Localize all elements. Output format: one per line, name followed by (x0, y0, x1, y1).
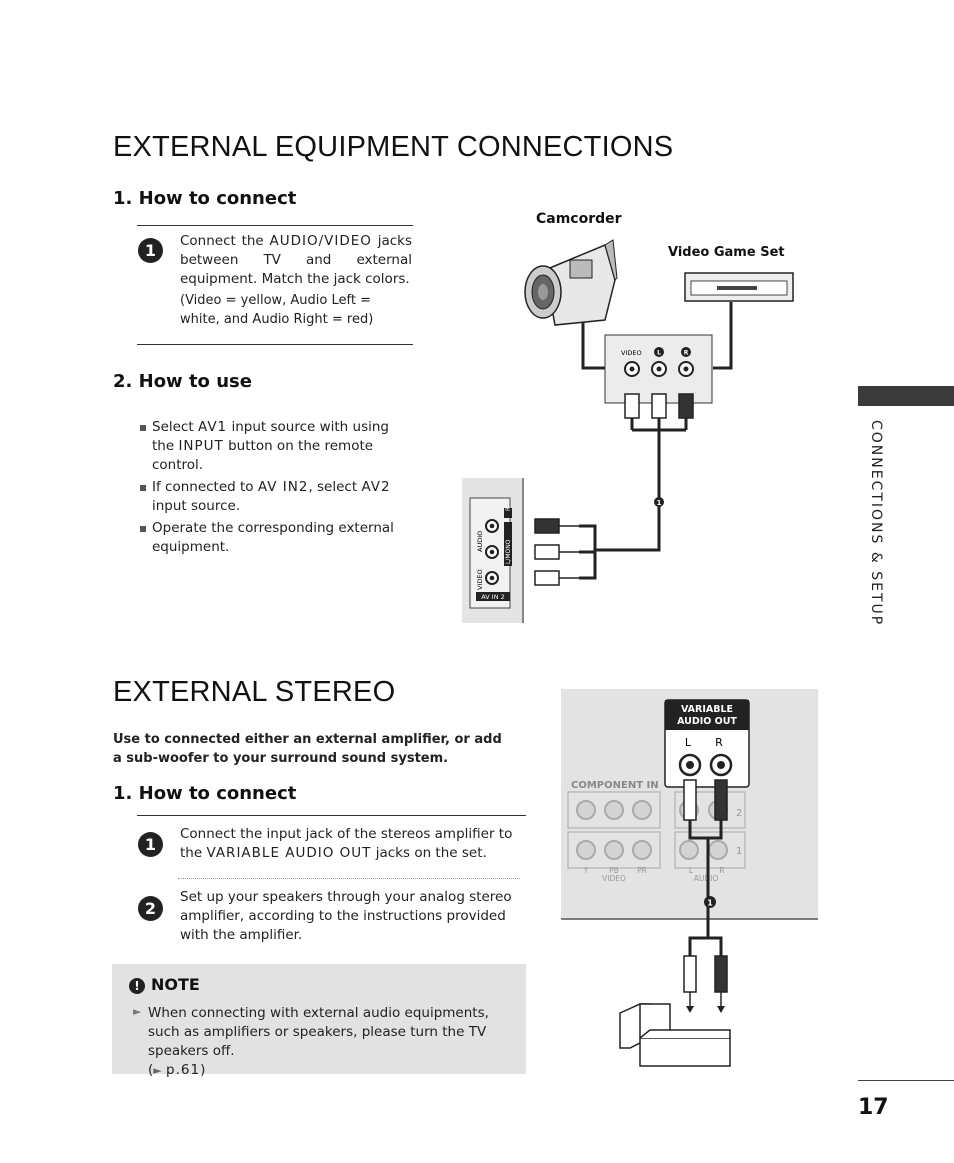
stereo-step-2: Set up your speakers through your analog… (180, 889, 512, 943)
svg-text:AUDIO: AUDIO (476, 531, 484, 552)
camcorder-label: Camcorder (536, 211, 622, 227)
sidebar-section-label: CONNECTIONS & SETUP (868, 420, 884, 627)
footer-rule (858, 1080, 954, 1081)
how-to-use-list: Select AV1 input source with using the I… (140, 418, 405, 557)
svg-text:L: L (689, 866, 694, 875)
list-item: Select AV1 input source with using the I… (140, 418, 405, 475)
note-box (112, 964, 526, 1074)
note-text: When connecting with external audio equi… (148, 1005, 489, 1078)
svg-text:COMPONENT IN: COMPONENT IN (571, 780, 659, 791)
svg-text:R: R (684, 350, 689, 357)
divider (137, 344, 413, 345)
section-tab-marker (858, 386, 954, 406)
stereo-connection-diagram: COMPONENT IN 2 1 Y PB PR VIDEO L R AUDIO… (561, 689, 818, 1067)
camcorder-illustration (524, 239, 618, 326)
svg-text:L/MONO: L/MONO (505, 539, 512, 564)
divider (137, 815, 526, 816)
step-2-badge: 2 (138, 896, 163, 921)
list-item: Operate the corresponding external equip… (140, 519, 405, 557)
svg-text:PR: PR (637, 866, 647, 875)
svg-text:PB: PB (609, 866, 619, 875)
svg-text:L: L (657, 350, 661, 357)
connect-step-1: Connect the AUDIO/VIDEO jacks between TV… (180, 233, 413, 287)
svg-text:1: 1 (736, 846, 742, 857)
stereo-intro: Use to connected either an external ampl… (113, 732, 502, 766)
svg-text:AUDIO: AUDIO (694, 874, 719, 883)
svg-text:R: R (505, 507, 512, 511)
svg-text:VARIABLE: VARIABLE (681, 704, 733, 715)
svg-text:R: R (719, 866, 724, 875)
svg-text:AUDIO OUT: AUDIO OUT (677, 716, 737, 727)
how-to-connect-heading: 1. How to connect (113, 188, 297, 209)
svg-text:L: L (685, 736, 692, 749)
av-connection-diagram: VIDEO L R 1 R L/MONO AUDIO VIDEO AV IN 2 (462, 239, 794, 623)
connect-step-1-note: (Video = yellow, Audio Left = white, and… (180, 293, 374, 327)
svg-text:VIDEO: VIDEO (476, 569, 484, 590)
svg-text:VIDEO: VIDEO (602, 874, 626, 883)
how-to-connect-heading-2: 1. How to connect (113, 783, 297, 804)
step-1-badge: 1 (138, 832, 163, 857)
svg-text:1: 1 (707, 899, 713, 908)
divider (137, 225, 413, 226)
video-game-label: Video Game Set (668, 245, 785, 260)
svg-text:AV IN 2: AV IN 2 (481, 593, 505, 601)
svg-text:R: R (715, 736, 723, 749)
how-to-use-heading: 2. How to use (113, 371, 252, 392)
svg-text:Y: Y (583, 866, 589, 875)
svg-text:2: 2 (736, 808, 742, 819)
warning-icon: ! (129, 978, 145, 994)
stereo-step-1: Connect the input jack of the stereos am… (180, 826, 513, 861)
page-number: 17 (858, 1095, 889, 1120)
step-1-badge: 1 (138, 238, 163, 263)
section-title-external-stereo: EXTERNAL STEREO (113, 676, 396, 708)
dotted-divider (178, 878, 520, 879)
svg-text:VIDEO: VIDEO (621, 349, 642, 357)
note-label: NOTE (151, 975, 200, 994)
list-item: If connected to AV IN2, select AV2 input… (140, 478, 405, 516)
game-set-illustration (684, 272, 794, 302)
svg-text:1: 1 (657, 499, 662, 507)
section-title-external-equipment: EXTERNAL EQUIPMENT CONNECTIONS (113, 131, 674, 163)
arrow-icon: ► (133, 1005, 142, 1018)
